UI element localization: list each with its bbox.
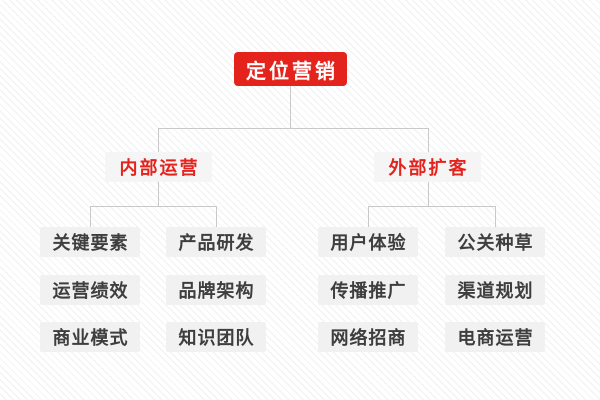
connector-root-stem	[290, 86, 291, 128]
connector-drop-right-branch	[428, 128, 429, 152]
leaf-node: 知识团队	[166, 322, 266, 352]
root-node: 定位营销	[234, 52, 347, 86]
branch-node-external-expansion: 外部扩客	[374, 152, 481, 182]
leaf-node: 用户体验	[318, 227, 418, 257]
connector-drop-left-col2	[216, 206, 217, 227]
connector-left-branch-stem	[158, 182, 159, 206]
leaf-node: 商业模式	[40, 322, 140, 352]
leaf-node: 运营绩效	[40, 275, 140, 305]
leaf-node: 传播推广	[318, 275, 418, 305]
leaf-node: 公关种草	[445, 227, 545, 257]
leaf-node: 网络招商	[318, 322, 418, 352]
branch-node-internal-operations: 内部运营	[105, 152, 212, 182]
connector-root-crossbar	[158, 128, 429, 129]
connector-left-crossbar	[90, 206, 217, 207]
connector-drop-left-branch	[158, 128, 159, 152]
leaf-node: 品牌架构	[166, 275, 266, 305]
connector-right-crossbar	[368, 206, 496, 207]
leaf-node: 产品研发	[166, 227, 266, 257]
connector-drop-right-col2	[495, 206, 496, 227]
leaf-node: 关键要素	[40, 227, 140, 257]
leaf-node: 电商运营	[445, 322, 545, 352]
connector-drop-right-col1	[368, 206, 369, 227]
connector-right-branch-stem	[428, 182, 429, 206]
leaf-node: 渠道规划	[445, 275, 545, 305]
connector-drop-left-col1	[90, 206, 91, 227]
